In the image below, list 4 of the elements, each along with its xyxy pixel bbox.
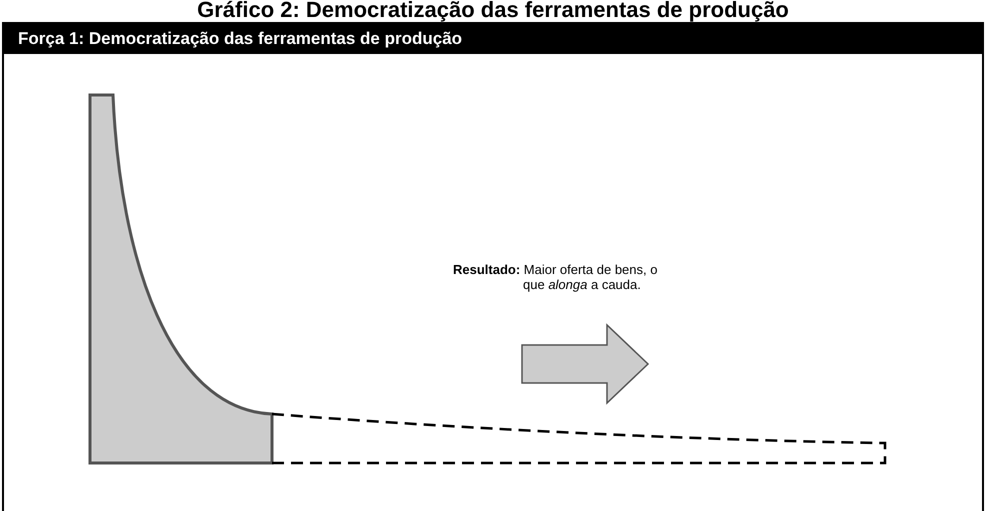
header-band — [4, 24, 982, 54]
chart-title: Gráfico 2: Democratização das ferramentas de produção — [196, 0, 790, 22]
header-text: Força 1: Democratização das ferramentas de produção — [18, 29, 462, 49]
result-note: Resultado: Maior oferta de bens, o que alonga a cauda. — [453, 262, 658, 292]
